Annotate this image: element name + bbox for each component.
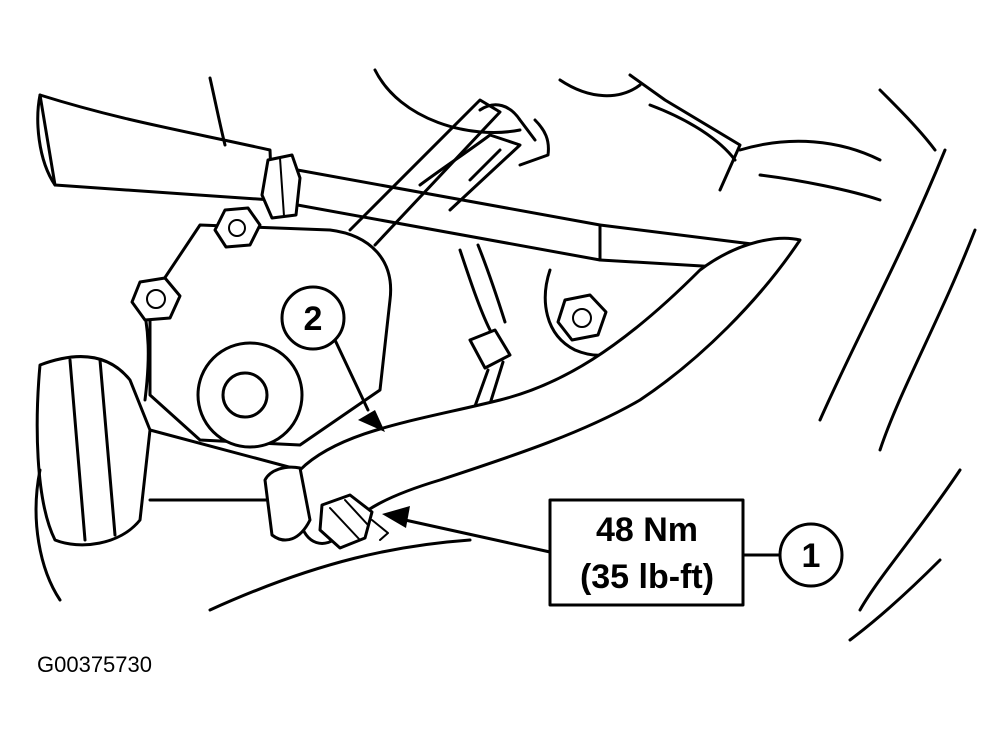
figure-id: G00375730 — [37, 652, 152, 677]
torque-spec-metric: 48 Nm — [596, 511, 698, 549]
callout-2-arrowhead — [358, 410, 385, 432]
torque-spec-box — [548, 498, 745, 607]
mechanical-line-art — [34, 68, 977, 642]
callout-2-number: 2 — [304, 300, 323, 338]
callout-1: 48 Nm (35 lb-ft) 1 — [382, 498, 844, 607]
torque-spec-imperial: (35 lb-ft) — [580, 558, 714, 596]
callout-2: 2 — [280, 285, 385, 432]
callout-1-arrowhead — [382, 506, 410, 528]
bracket-bolt-top — [213, 206, 262, 249]
bracket-bolt-left — [130, 276, 182, 322]
stabilizer-link-bolt — [318, 493, 389, 550]
callout-1-number: 1 — [802, 537, 821, 575]
mount-bolt-right — [556, 293, 608, 342]
